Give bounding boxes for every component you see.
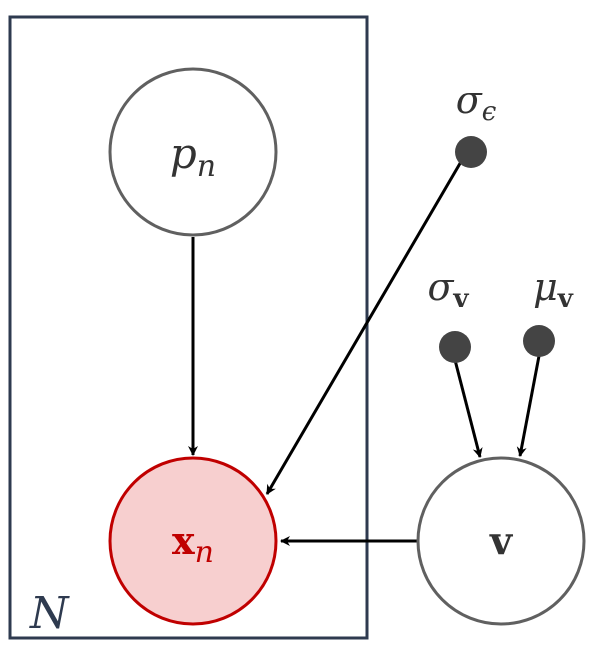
node-x-sub: n [195,535,214,570]
param-sigma-v-dot [439,331,471,363]
param-sigma-eps-label: σϵ [456,78,497,127]
param-sigma-eps-dot [455,136,487,168]
param-mu-v-sub: v [557,284,574,314]
edge-sigma-v-to-v [453,359,483,458]
node-v-label: v [489,518,514,563]
node-p-circle [108,67,278,237]
plate-box [8,15,369,640]
param-sigma-v-label: σv [427,265,469,314]
param-mu-v-dot [523,325,555,357]
param-sigma-v-base: σ [427,265,454,309]
node-x-base: x [172,518,195,563]
param-sigma-eps-sub: ϵ [482,97,497,127]
param-sigma-v-sub: v [452,284,469,314]
node-x-circle [108,456,278,626]
param-sigma-eps-base: σ [456,78,483,122]
edge-sigma-eps-to-x [265,159,464,495]
node-p-sub: n [197,149,216,184]
node-p-base: p [170,129,197,178]
param-mu-v-label: μv [533,265,574,314]
node-x-label: xn [172,518,214,570]
node-v-circle [416,456,586,626]
plate-label: N [29,588,70,639]
edge-mu-v-to-v [516,355,541,457]
param-mu-v-base: μ [533,265,558,309]
node-p-label: pn [170,129,216,184]
